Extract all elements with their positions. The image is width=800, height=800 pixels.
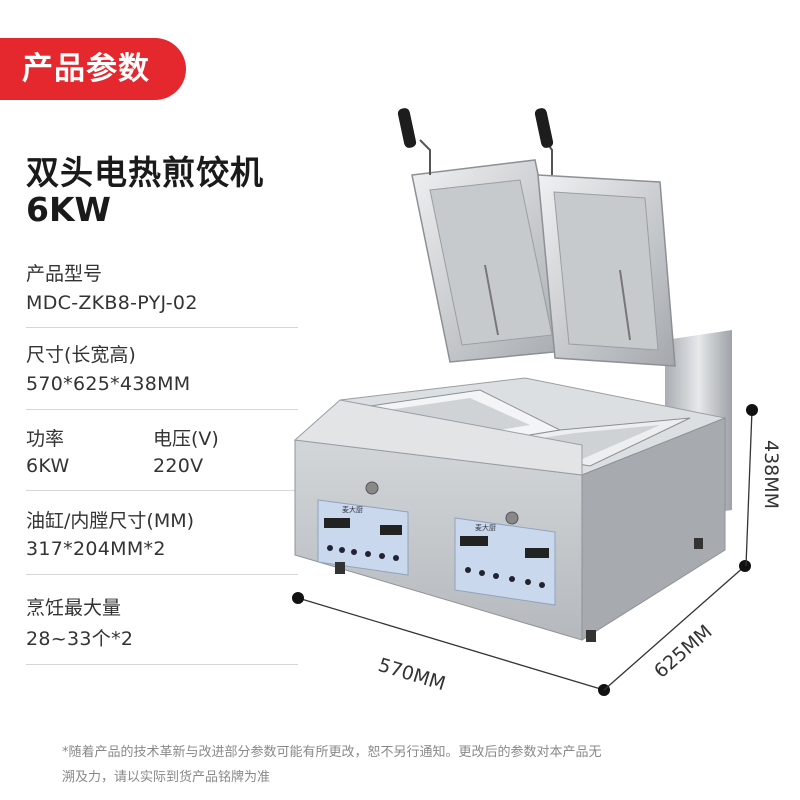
control-panel-right: 麦大厨 [454,511,556,606]
size-value: 570*625*438MM [26,373,191,395]
power-knob [505,511,519,525]
footnote-line1: *随着产品的技术革新与改进部分参数可能有所更改，恕不另行通知。更改后的参数对本产… [62,745,602,760]
divider [26,664,298,665]
tank-value: 317*204MM*2 [26,538,166,560]
right-lid [534,108,676,367]
height-dimension: 438MM [760,440,782,510]
product-power-title: 6KW [26,190,111,229]
divider [26,327,298,328]
divider [26,409,298,410]
display-screen [525,548,549,558]
divider [26,490,298,491]
brand-label: 麦大厨 [342,505,363,514]
section-badge: 产品参数 [0,38,186,100]
display-screen [380,525,402,535]
brand-label: 麦大厨 [475,523,496,532]
capacity-label: 烹饪最大量 [26,597,122,619]
display-screen [460,536,488,546]
capacity-value: 28~33个*2 [26,628,134,650]
product-name: 双头电热煎饺机 [26,153,264,192]
power-value: 6KW [26,455,70,477]
size-label: 尺寸(长宽高) [26,344,136,366]
power-label: 功率 [26,428,65,450]
display-screen [324,518,350,528]
model-label: 产品型号 [26,263,103,285]
footnote-line2: 溯及力，请以实际到货产品铭牌为准 [62,770,271,785]
model-value: MDC-ZKB8-PYJ-02 [26,292,198,314]
divider [26,574,298,575]
power-knob [365,481,379,495]
control-panel-left: 麦大厨 [317,481,409,576]
tank-label: 油缸/内膛尺寸(MM) [26,510,195,532]
voltage-value: 220V [153,455,204,477]
fryer-machine-illustration: 麦大厨 麦大厨 [293,108,732,642]
voltage-label: 电压(V) [153,428,219,450]
left-lid [397,108,576,363]
